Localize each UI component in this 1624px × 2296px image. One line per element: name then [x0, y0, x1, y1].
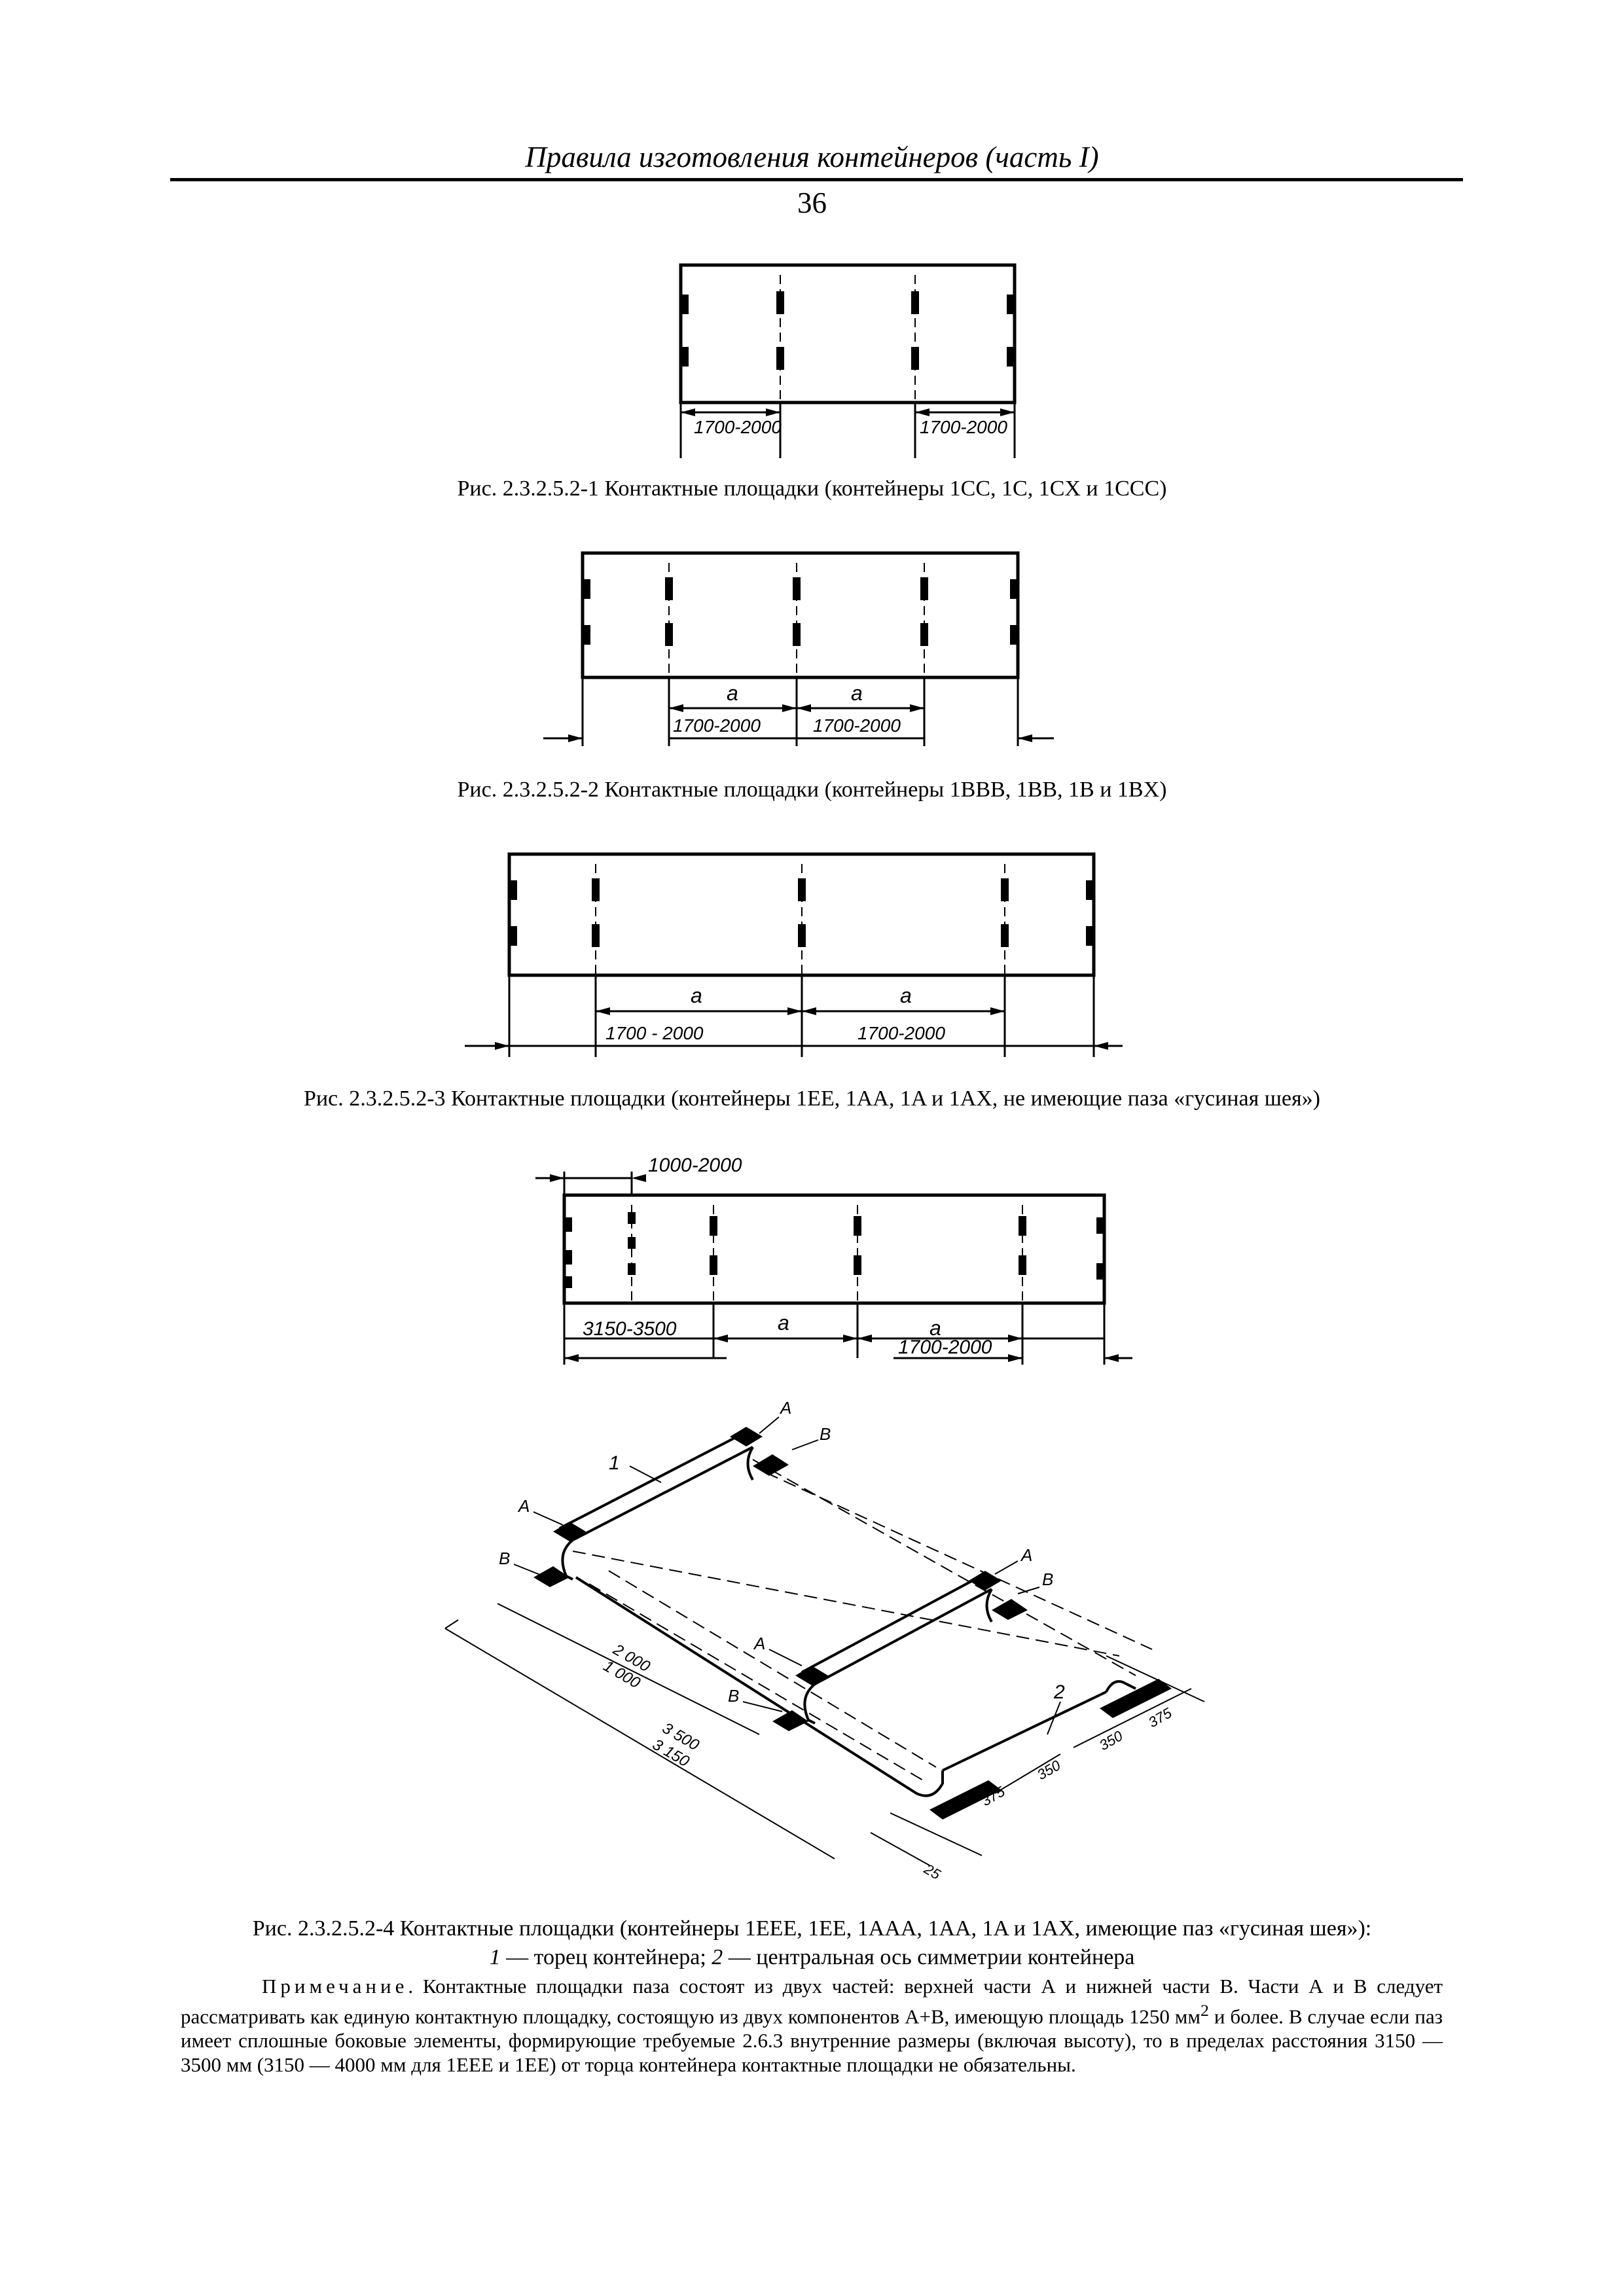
fig5-label-b-right: B	[1042, 1570, 1053, 1589]
figure-1-drawing: 1700-2000 1700-2000	[679, 263, 1017, 458]
fig5-label-1: 1	[609, 1452, 620, 1474]
fig5-label-a-mid: A	[753, 1634, 765, 1653]
fig4-dim-top: 1000-2000	[648, 1155, 742, 1176]
figure-3-drawing: a a 1700 - 2000 1700-2000	[465, 852, 1123, 1057]
fig3-label-a-left: a	[691, 984, 702, 1007]
fig1-dim-left: 1700-2000	[694, 417, 782, 437]
fig5-dim-375-right: 375	[1146, 1704, 1175, 1731]
fig5-label-a-left: A	[517, 1496, 530, 1516]
note-label: Примечание	[262, 1975, 408, 1998]
header-rule	[170, 178, 1463, 181]
figure-5-caption: Рис. 2.3.2.5.2-4 Контактные площадки (ко…	[252, 1916, 1372, 1941]
figure-3-caption: Рис. 2.3.2.5.2-3 Контактные площадки (ко…	[304, 1086, 1320, 1111]
fig3-dim-left: 1700 - 2000	[605, 1023, 704, 1043]
fig5-label-a-right: A	[1020, 1545, 1032, 1565]
fig5-label-2: 2	[1053, 1681, 1065, 1703]
note-paragraph: Примечание. Контактные площадки паза сос…	[181, 1974, 1443, 2077]
fig5-dim-25: 25	[921, 1860, 944, 1883]
fig1-dim-right: 1700-2000	[920, 417, 1007, 437]
note-text-cont: и более. В случае если паз имеет сплошны…	[181, 2005, 1443, 2077]
fig4-dim-left: 3150-3500	[583, 1318, 677, 1340]
figure-5-isometric-drawing: 1 2 A B A B A B A B 2 000 1 000 3 500 3 …	[444, 1398, 1205, 1883]
fig5-label-b-top: B	[820, 1424, 831, 1444]
fig2-label-a-left: a	[727, 681, 738, 705]
legend-num-1: 1	[489, 1945, 501, 1969]
legend-text-1: — торец контейнера;	[500, 1945, 712, 1969]
figure-4-drawing: 1000-2000 3150-3500 a a 1700-2000	[535, 1155, 1132, 1365]
fig5-dim-350-right: 350	[1096, 1727, 1126, 1753]
fig5-label-b-mid: B	[728, 1686, 739, 1706]
page-number: 36	[797, 187, 827, 219]
fig5-label-b-left: B	[499, 1549, 510, 1568]
fig4-label-a-left: a	[778, 1311, 789, 1335]
figure-2-caption: Рис. 2.3.2.5.2-2 Контактные площадки (ко…	[457, 778, 1167, 802]
fig4-label-a-right: a	[929, 1316, 941, 1340]
running-header-title: Правила изготовления контейнеров (часть …	[525, 141, 1099, 173]
figure-2-drawing: a a 1700-2000 1700-2000	[543, 551, 1054, 746]
note-superscript: 2	[1200, 2001, 1209, 2020]
note-text: . Контактные площадки паза состоят из дв…	[181, 1975, 1443, 2028]
fig2-label-a-right: a	[851, 681, 863, 705]
fig3-label-a-right: a	[900, 984, 912, 1007]
figure-1-caption: Рис. 2.3.2.5.2-1 Контактные площадки (ко…	[457, 476, 1167, 501]
fig2-dim-left: 1700-2000	[673, 715, 761, 736]
fig5-label-a-top: A	[779, 1398, 791, 1418]
fig3-dim-right: 1700-2000	[857, 1023, 945, 1043]
fig2-dim-right: 1700-2000	[813, 715, 901, 736]
legend-num-2: 2	[712, 1945, 723, 1969]
fig5-dim-350-left: 350	[1034, 1757, 1064, 1783]
legend-text-2: — центральная ось симметрии контейнера	[723, 1945, 1135, 1969]
figure-5-legend: 1 — торец контейнера; 2 — центральная ос…	[0, 1945, 1624, 1970]
fig4-dim-right: 1700-2000	[898, 1336, 992, 1358]
